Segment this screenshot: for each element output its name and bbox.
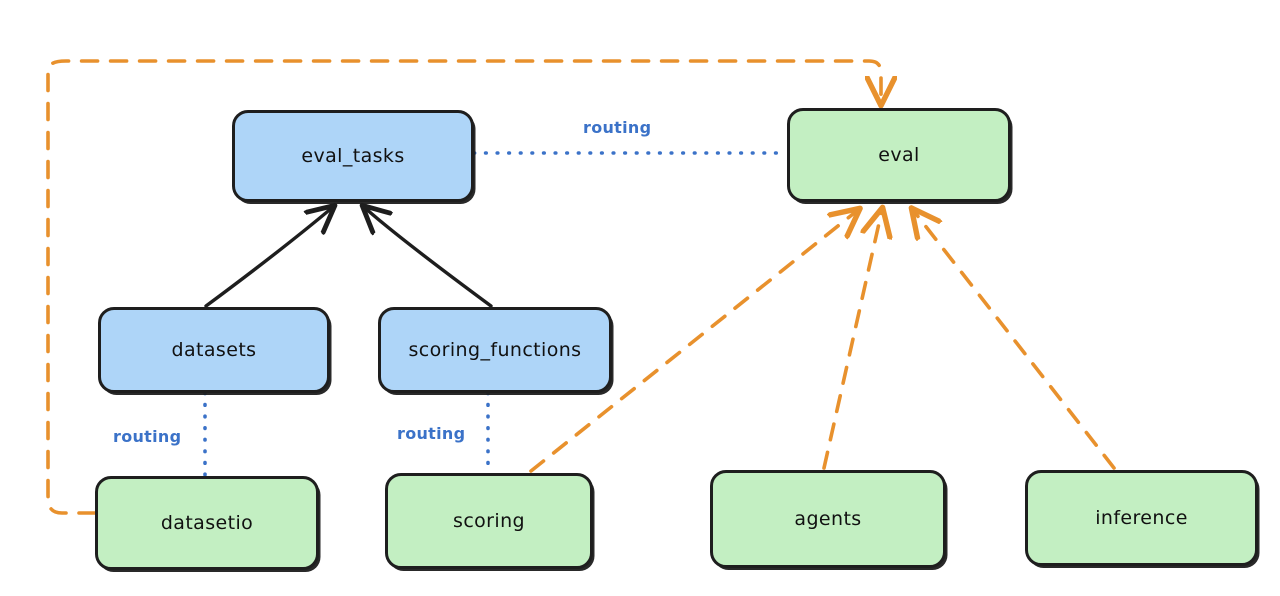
- edge-label-routing-scoring-functions-to-scoring: routing: [397, 424, 466, 443]
- node-datasetio[interactable]: datasetio: [95, 476, 319, 570]
- node-eval[interactable]: eval: [787, 108, 1011, 202]
- node-label-eval: eval: [878, 144, 920, 166]
- node-scoring-functions[interactable]: scoring_functions: [378, 307, 612, 393]
- node-inference[interactable]: inference: [1025, 470, 1258, 566]
- node-label-scoring-functions: scoring_functions: [408, 339, 582, 361]
- node-datasets[interactable]: datasets: [98, 307, 330, 393]
- edge-label-routing-eval-tasks-to-eval: routing: [583, 118, 652, 137]
- node-label-inference: inference: [1095, 507, 1188, 529]
- connector-datasets-to-eval-tasks: [204, 207, 333, 308]
- edge-label-routing-datasets-to-datasetio: routing: [113, 427, 182, 446]
- node-label-eval-tasks: eval_tasks: [301, 145, 405, 167]
- connector-scoring-functions-to-eval-tasks: [364, 207, 493, 308]
- connector-agents-to-eval: [822, 210, 882, 470]
- node-label-datasets: datasets: [171, 339, 257, 361]
- node-label-datasetio: datasetio: [160, 512, 254, 534]
- node-label-scoring: scoring: [453, 510, 525, 532]
- connector-inference-to-eval: [913, 210, 1116, 470]
- node-agents[interactable]: agents: [710, 470, 946, 568]
- node-scoring[interactable]: scoring: [385, 473, 593, 569]
- node-label-agents: agents: [794, 508, 862, 530]
- node-eval-tasks[interactable]: eval_tasks: [232, 110, 474, 202]
